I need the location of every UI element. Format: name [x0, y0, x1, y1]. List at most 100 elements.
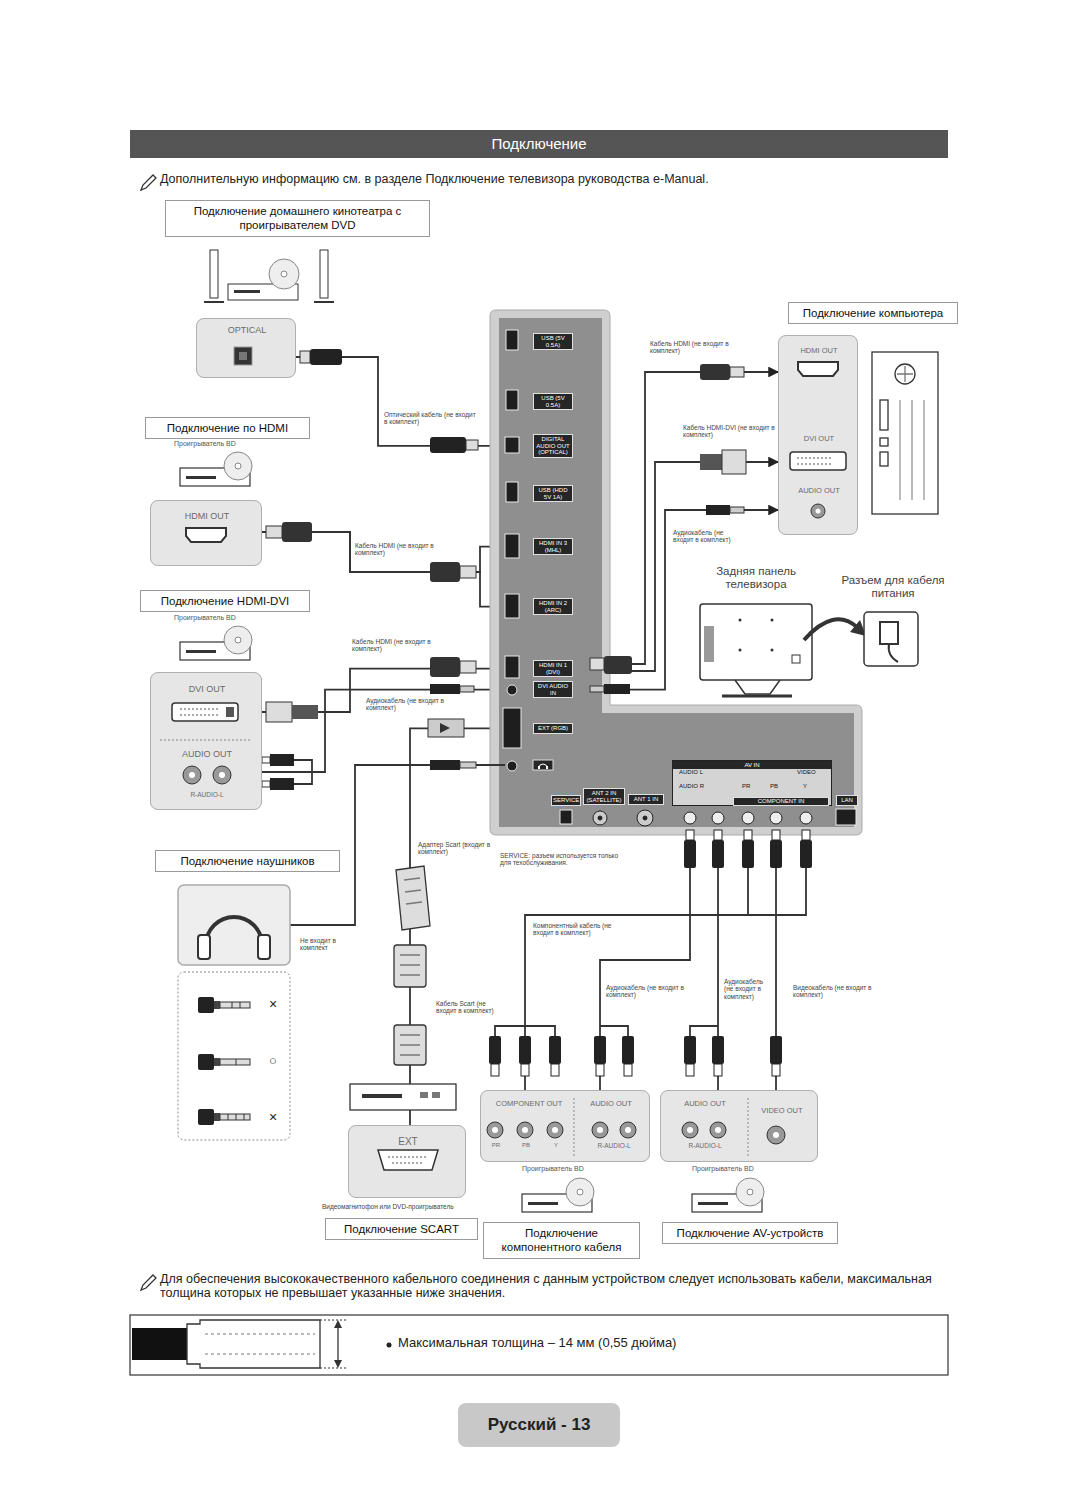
node-text: HDMI IN 1 (DVI)	[535, 662, 571, 675]
headphone-port-label	[533, 760, 553, 770]
port-label: LAN	[836, 795, 858, 806]
rca-plug	[712, 840, 724, 868]
port-name: PR	[486, 1142, 506, 1149]
rca-plug	[744, 830, 752, 840]
cable-note: Оптический кабель (не входит в комплект)	[384, 411, 479, 426]
device-jack	[226, 707, 234, 717]
device-port-panel: AUDIO OUTR-AUDIO-LVIDEO OUT	[660, 1090, 818, 1162]
cable-plug	[300, 351, 310, 363]
device-caption: Проигрыватель BD	[522, 1165, 602, 1173]
headphones-drawing	[232, 1002, 240, 1008]
section-heading: Подключение компонентного кабеля	[483, 1222, 640, 1259]
device-caption: Проигрыватель BD	[174, 440, 254, 448]
port-label: HDMI IN 1 (DVI)	[533, 660, 573, 677]
tv-jack	[560, 810, 572, 824]
headphones-drawing	[228, 1114, 244, 1120]
port-name: HDMI OUT	[151, 512, 263, 522]
node-text: HDMI IN 2 (ARC)	[535, 600, 571, 613]
device-jack	[687, 1127, 693, 1133]
scart-connector-drawing	[394, 866, 430, 1065]
tv-jack	[507, 761, 517, 771]
cable-plug	[262, 349, 746, 790]
cable-note: Аудиокабель (не входит в комплект)	[724, 978, 772, 1000]
section-heading: Подключение компьютера	[788, 302, 958, 324]
rca-plug	[800, 840, 812, 868]
cable-plug	[700, 364, 730, 380]
cable-thickness-figure	[387, 1343, 392, 1348]
device-jack	[798, 362, 838, 376]
cable-note: Аудиокабель (не входит в комплект)	[673, 529, 733, 544]
port-label: USB (HDD 5V 1A)	[533, 485, 573, 502]
device-jack	[715, 1127, 721, 1133]
port-name: HDMI OUT	[779, 347, 859, 355]
bd-player-drawing	[180, 626, 252, 660]
antenna-jack	[598, 816, 602, 820]
headphones-drawing	[214, 1001, 220, 1009]
device-jack	[682, 1122, 698, 1138]
tv-jack	[505, 594, 519, 618]
cable-plug	[430, 437, 466, 453]
cable-thickness-figure	[320, 1320, 346, 1368]
cable-note: Кабель HDMI (не входит в комплект)	[352, 638, 447, 653]
cable-plug	[460, 686, 474, 692]
cable-plug	[262, 781, 270, 787]
tv-jack	[505, 437, 519, 453]
device-jack	[522, 1127, 528, 1133]
tv-back-drawing	[864, 612, 918, 666]
tv-rear-panel	[490, 310, 862, 835]
node-text: Подключение домашнего кинотеатра с проиг…	[172, 204, 423, 233]
node-text: USB (5V 0.5A)	[535, 395, 571, 408]
tv-rear-panel	[490, 310, 862, 835]
port-name: AUDIO OUT	[779, 487, 859, 495]
cable-plug	[460, 762, 476, 768]
tv-back-drawing	[880, 622, 898, 644]
node-text: Русский - 13	[488, 1415, 591, 1435]
cable-plug	[292, 705, 318, 719]
headphones-drawing	[198, 1054, 214, 1070]
cable-wire	[290, 765, 505, 925]
jack-label: AUDIO R	[679, 783, 713, 790]
scart-connector-drawing	[400, 1035, 420, 1055]
cable-connector	[525, 806, 748, 1090]
cable-thickness-figure	[205, 1334, 315, 1354]
headphones-drawing	[206, 917, 262, 945]
note-icon	[141, 175, 156, 190]
antenna-jack	[643, 816, 647, 820]
device-jack	[574, 1098, 748, 1156]
vcr-drawing	[420, 1092, 428, 1098]
rca-plug	[770, 840, 782, 868]
cable-thickness-figure	[334, 1320, 342, 1368]
cable-plug	[730, 367, 744, 377]
cable-plug	[266, 702, 292, 722]
computer-drawing	[880, 438, 888, 446]
port-label: ANT 1 IN	[628, 794, 664, 805]
cable-plug	[428, 719, 464, 737]
tv-jack	[505, 656, 519, 678]
page-number-tab: Русский - 13	[458, 1403, 620, 1447]
port-name: AUDIO OUT	[151, 750, 263, 760]
device-panel-fill	[150, 318, 858, 1198]
device-caption: Проигрыватель BD	[692, 1165, 772, 1173]
panel-caption: Задняя панель телевизора	[700, 565, 812, 591]
tv-back-drawing	[771, 649, 774, 652]
headphones-drawing	[220, 1114, 250, 1120]
bd-player-drawing	[692, 1178, 764, 1212]
device-jack	[180, 709, 220, 715]
rca-plug	[491, 1064, 499, 1076]
note-text: Дополнительную информацию см. в разделе …	[160, 172, 940, 186]
cable-note: Кабель HDMI (не входит в комплект)	[355, 542, 450, 557]
port-name: OPTICAL	[197, 326, 297, 336]
headphones-drawing	[214, 1113, 220, 1121]
cable-plug	[466, 440, 478, 450]
jack-label: AUDIO L	[679, 769, 713, 776]
headphones-drawing	[198, 1109, 214, 1125]
computer-drawing	[872, 352, 938, 514]
cable-wire	[600, 1026, 628, 1036]
device-panel-fill	[778, 335, 858, 535]
cable-plug	[730, 507, 744, 513]
tv-jack	[507, 685, 517, 695]
device-jack	[183, 766, 201, 784]
tv-jack	[506, 330, 518, 350]
tv-jack	[836, 809, 856, 825]
device-jack	[189, 772, 195, 778]
